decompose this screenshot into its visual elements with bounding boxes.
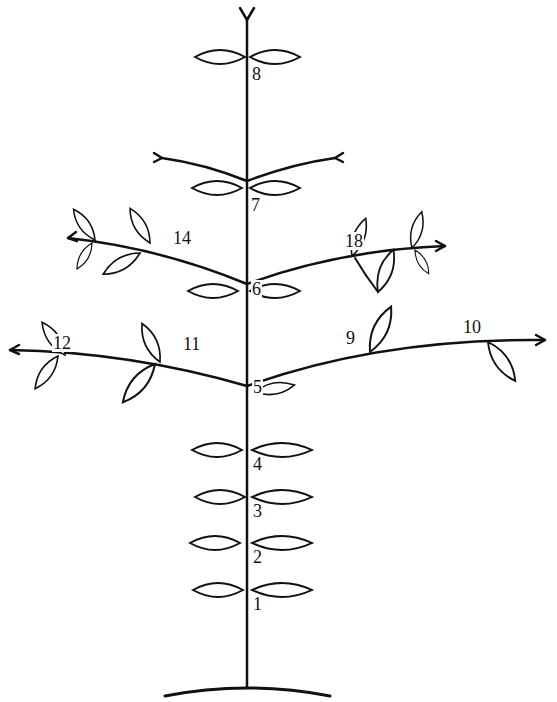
callout-number: 8 [251,65,262,83]
callout-number: 12 [52,334,72,352]
callout-number: 2 [252,548,263,566]
callout-number: 5 [252,378,263,396]
callout-number: 14 [172,229,192,247]
callout-number: 11 [182,335,201,353]
callout-number: 1 [252,595,263,613]
callout-number: 9 [345,329,356,347]
callout-number: 3 [252,502,263,520]
callout-number: 4 [252,455,263,473]
callout-number: 6 [251,280,262,298]
callout-number: 18 [344,232,364,250]
callout-number: 10 [462,318,482,336]
callout-number: 7 [250,196,261,214]
